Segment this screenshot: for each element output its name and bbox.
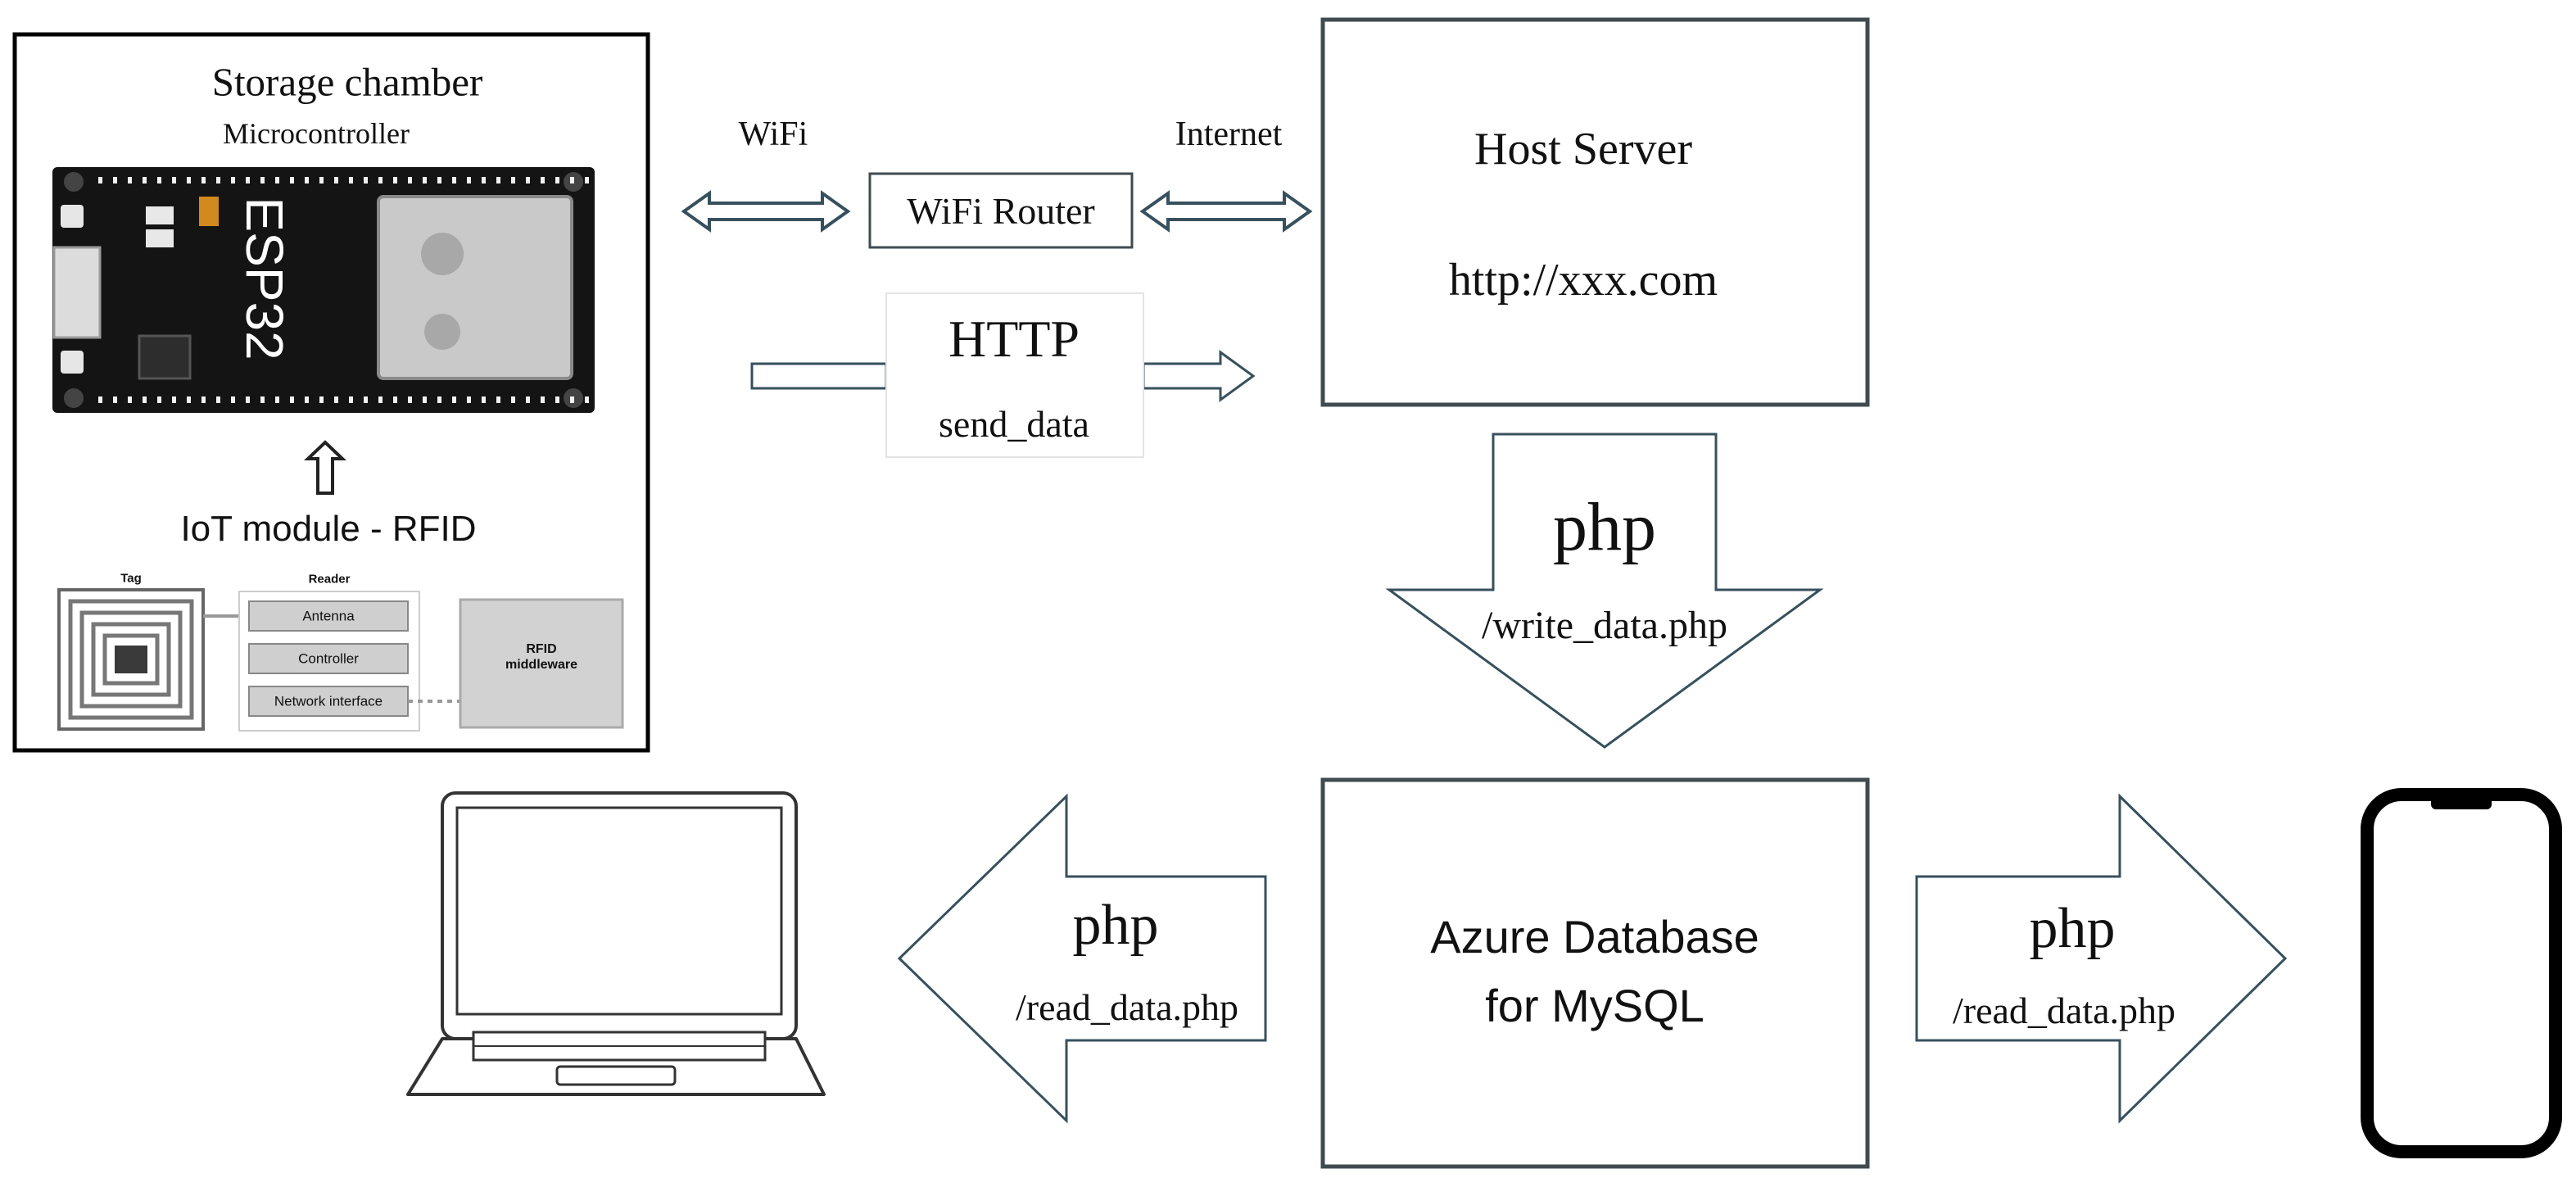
host-server-box xyxy=(1320,17,1870,407)
wifi-label: WiFi xyxy=(738,116,808,153)
rfid-middleware-label: RFID middleware xyxy=(505,641,578,672)
read-left-script-label: /read_data.php xyxy=(1015,986,1239,1028)
rfid-antenna-box xyxy=(248,600,409,632)
rfid-network-box xyxy=(248,686,409,717)
esp32-board-icon: ESP32 xyxy=(52,167,595,413)
write-data-down-arrow xyxy=(1385,433,1824,749)
database-box xyxy=(1320,777,1870,1169)
internet-double-arrow xyxy=(1139,190,1313,233)
up-arrow-icon xyxy=(304,440,346,495)
storage-chamber-title: Storage chamber xyxy=(211,59,483,105)
microcontroller-label: Microcontroller xyxy=(223,117,410,150)
database-title-line2: for MySQL xyxy=(1485,980,1705,1031)
esp32-label: ESP32 xyxy=(235,197,294,360)
read-right-php-label: php xyxy=(2029,897,2116,960)
internet-label: Internet xyxy=(1175,116,1283,153)
database-title-line1: Azure Database xyxy=(1430,911,1759,963)
write-data-script-label: /write_data.php xyxy=(1482,604,1727,647)
rfid-reader-label: Reader xyxy=(308,572,351,587)
http-label-box xyxy=(885,292,1144,458)
read-left-php-label: php xyxy=(1072,894,1159,957)
wifi-router-box xyxy=(868,172,1134,249)
rfid-tag-label: Tag xyxy=(120,571,142,586)
write-php-label: php xyxy=(1553,489,1656,565)
http-arrow-head xyxy=(1142,350,1256,402)
rfid-antenna-label: Antenna xyxy=(302,608,355,624)
read-data-right-arrow xyxy=(1915,793,2288,1124)
rfid-network-label: Network interface xyxy=(274,693,383,709)
rfid-controller-box xyxy=(248,643,409,674)
host-server-title: Host Server xyxy=(1474,124,1692,174)
rfid-middleware-box xyxy=(459,598,624,729)
host-server-url: http://xxx.com xyxy=(1448,255,1718,306)
rfid-controller-label: Controller xyxy=(298,650,359,667)
iot-module-label: IoT module - RFID xyxy=(180,509,477,549)
wifi-double-arrow xyxy=(681,190,851,233)
http-arrow-tail xyxy=(750,362,888,390)
wifi-router-label: WiFi Router xyxy=(907,190,1095,232)
laptop-icon xyxy=(406,791,826,1096)
read-right-script-label: /read_data.php xyxy=(1952,990,2176,1031)
send-data-label: send_data xyxy=(939,403,1089,445)
rfid-tag-icon xyxy=(57,588,205,731)
read-data-left-arrow xyxy=(897,793,1267,1124)
smartphone-icon xyxy=(2361,788,2562,1158)
http-label: HTTP xyxy=(948,310,1080,368)
